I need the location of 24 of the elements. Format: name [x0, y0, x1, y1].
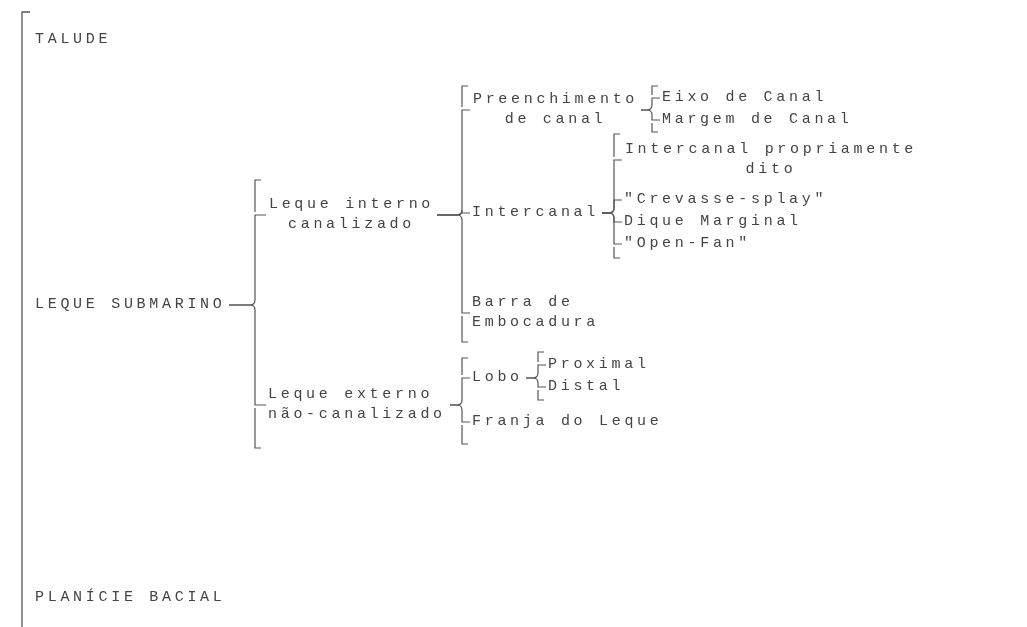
brace-connector	[525, 377, 547, 388]
category-label: Proximal	[548, 355, 652, 375]
category-label: Franja do Leque	[472, 412, 664, 432]
category-label: TALUDE	[35, 30, 115, 50]
brace-connector	[640, 109, 661, 121]
category-label: Distal	[548, 377, 626, 397]
category-label: PLANÍCIE BACIAL	[35, 588, 227, 608]
category-label: Preenchimento de canal	[472, 90, 639, 130]
brace-connector	[449, 404, 471, 423]
category-label: Eixo de Canal	[662, 88, 829, 108]
category-label: Lobo	[472, 368, 524, 388]
category-label: LEQUE SUBMARINO	[35, 295, 227, 315]
category-label: Intercanal	[472, 203, 600, 223]
category-label: Dique Marginal	[624, 212, 804, 232]
brace-connector	[601, 212, 623, 245]
brace-connector	[228, 304, 267, 406]
category-label: Barra de Embocadura	[472, 293, 601, 333]
category-label: Intercanal propriamente dito	[624, 140, 918, 180]
brace-connector	[436, 214, 471, 314]
category-label: Margem de Canal	[662, 110, 854, 130]
category-label: "Open-Fan"	[624, 234, 754, 254]
category-label: "Crevasse-splay"	[624, 190, 830, 210]
category-label: Leque externo não-canalizado	[268, 385, 448, 425]
category-label: Leque interno canalizado	[268, 195, 435, 235]
